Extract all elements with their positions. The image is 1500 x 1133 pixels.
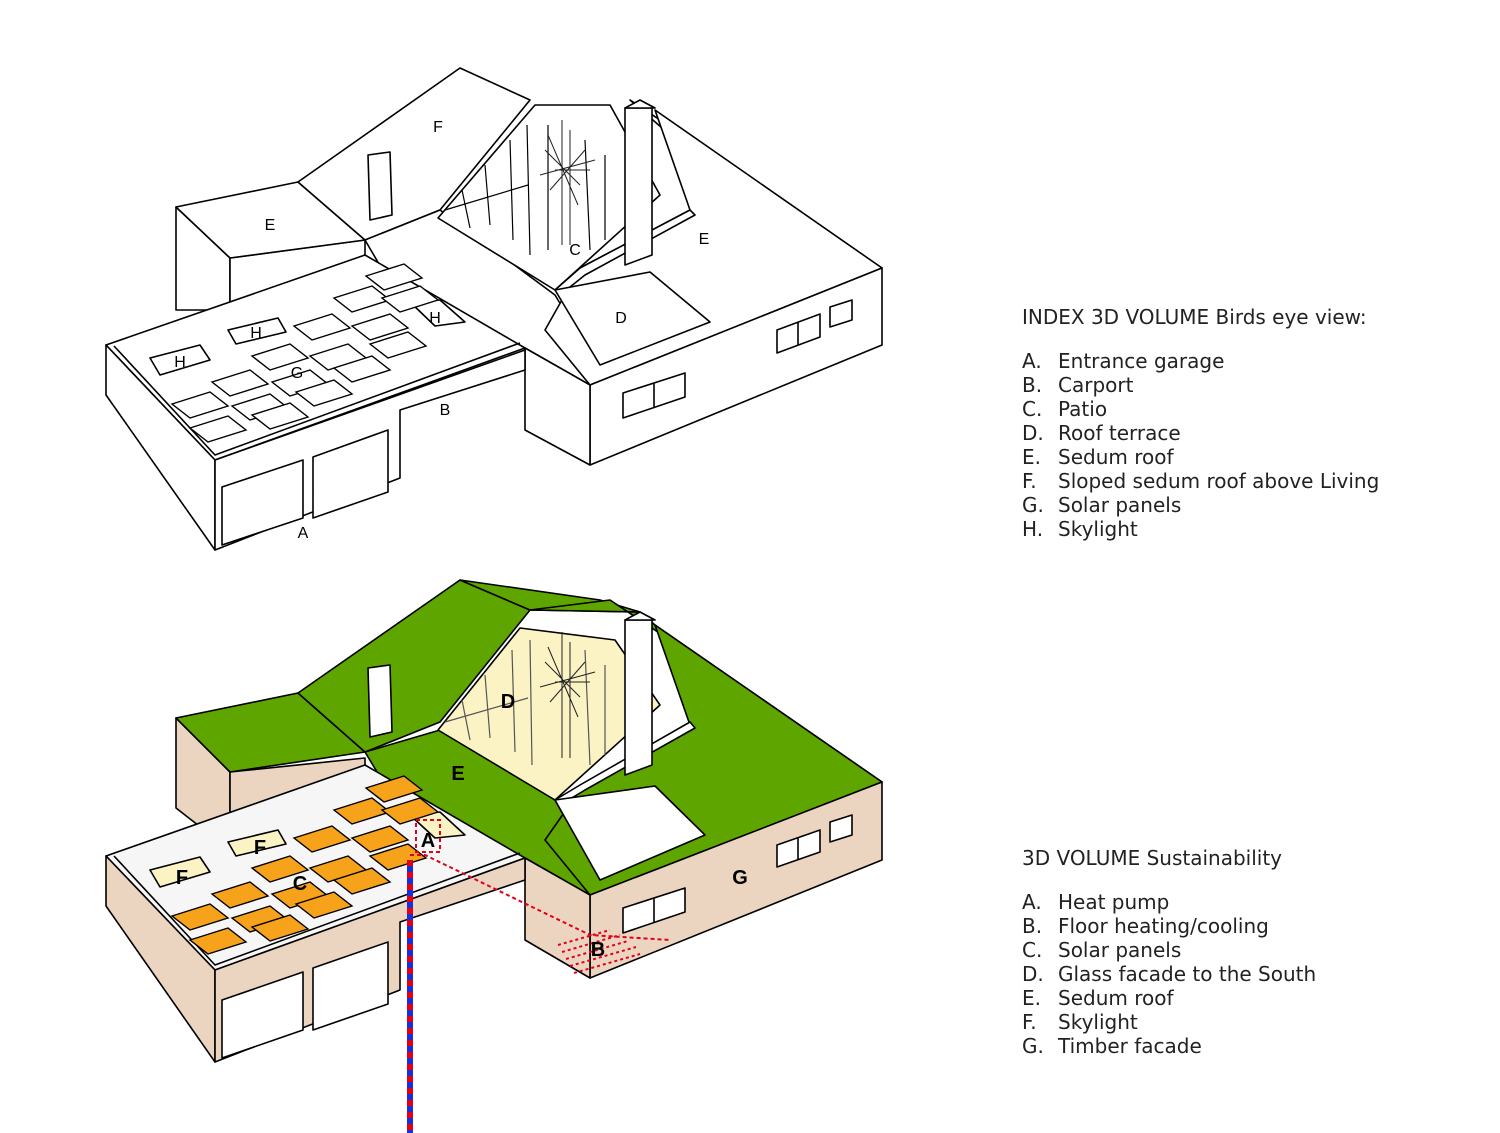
index-label-h-3: H	[429, 310, 441, 327]
sustainability-label-c: C	[293, 873, 307, 895]
index-label-d: D	[615, 310, 627, 327]
index-label-e-left: E	[265, 217, 276, 234]
index-label-g: G	[291, 365, 303, 382]
floor-heating-grid	[557, 929, 641, 974]
sustainability-legend: 3D VOLUME Sustainability A.Heat pump B.F…	[1022, 846, 1316, 1058]
index-label-h-1: H	[250, 325, 262, 342]
index-label-f: F	[433, 119, 443, 136]
index-legend-list: A.Entrance garage B.Carport C.Patio D.Ro…	[1022, 349, 1379, 541]
sustainability-legend-title: 3D VOLUME Sustainability	[1022, 846, 1283, 870]
legend-item: D.Roof terrace	[1022, 421, 1181, 445]
legend-item: E.Sedum roof	[1022, 986, 1174, 1010]
sustainability-label-d: D	[501, 691, 515, 713]
sustainability-label-e: E	[451, 763, 464, 785]
legend-item: B.Floor heating/cooling	[1022, 914, 1269, 938]
legend-item: A.Heat pump	[1022, 890, 1170, 914]
legend-item: C.Solar panels	[1022, 938, 1182, 962]
legend-item: A.Entrance garage	[1022, 349, 1225, 373]
index-legend-title: INDEX 3D VOLUME Birds eye view:	[1022, 305, 1367, 329]
index-house-drawing	[105, 67, 883, 551]
index-label-a: A	[298, 525, 309, 542]
sustainability-solar-panels	[170, 775, 440, 955]
index-label-h-2: H	[174, 354, 186, 371]
index-solar-panels	[170, 263, 440, 443]
sustainability-glazing-mullions	[444, 639, 606, 766]
legend-item: G.Solar panels	[1022, 493, 1182, 517]
legend-item: B.Carport	[1022, 373, 1134, 397]
index-label-b: B	[440, 402, 451, 419]
index-legend: INDEX 3D VOLUME Birds eye view: A.Entran…	[1022, 305, 1379, 541]
index-label-c: C	[569, 242, 581, 259]
index-label-e-right: E	[699, 231, 710, 248]
sustainability-label-f-2: F	[176, 867, 188, 889]
sustainability-legend-list: A.Heat pump B.Floor heating/cooling C.So…	[1022, 890, 1316, 1058]
sustainability-tree	[539, 632, 596, 758]
sustainability-label-f-1: F	[254, 837, 266, 859]
legend-item: H.Skylight	[1022, 517, 1138, 541]
legend-item: C.Patio	[1022, 397, 1108, 421]
sustainability-label-g: G	[732, 867, 748, 889]
legend-item: G.Timber facade	[1022, 1034, 1202, 1058]
legend-item: F.Skylight	[1022, 1010, 1138, 1034]
legend-item: F.Sloped sedum roof above Living	[1022, 469, 1380, 493]
index-tree	[539, 120, 596, 245]
sustainability-house-drawing	[105, 579, 883, 1063]
legend-item: E.Sedum roof	[1022, 445, 1174, 469]
sustainability-label-b: B	[591, 939, 605, 961]
sustainability-label-a: A	[421, 830, 435, 852]
legend-item: D.Glass facade to the South	[1022, 962, 1317, 986]
heat-pump-pipes	[407, 819, 671, 1133]
